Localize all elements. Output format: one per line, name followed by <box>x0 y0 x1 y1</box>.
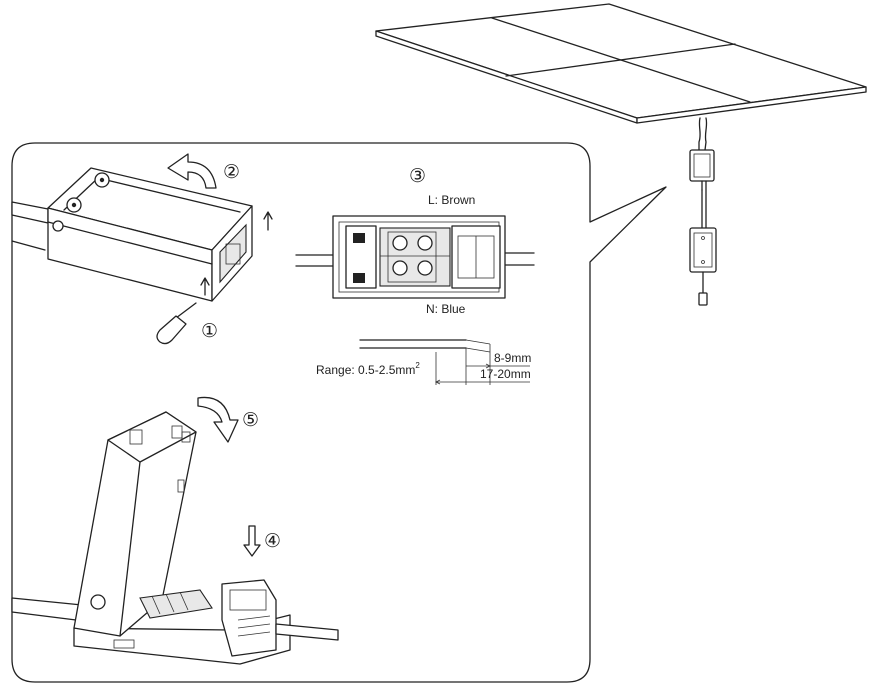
screwdriver <box>156 302 197 345</box>
strip-length-detail <box>359 339 530 385</box>
push-arrow-step4 <box>243 525 261 557</box>
step-3-label: ③ <box>409 165 426 187</box>
step-2-label: ② <box>223 161 240 183</box>
open-driver <box>11 411 339 665</box>
neutral-wire-label: N: Blue <box>426 302 466 316</box>
terminal-block <box>295 215 535 299</box>
rotate-arrow-step2 <box>167 153 217 189</box>
live-wire-label: L: Brown <box>428 193 475 207</box>
rotate-arrow-step5 <box>197 396 239 443</box>
connector-plug <box>698 292 708 306</box>
step-5-label: ⑤ <box>242 409 259 431</box>
range-label: Range: 0.5-2.5mm2 <box>316 361 420 377</box>
panel-wires <box>698 117 708 151</box>
strip-long-label: 17-20mm <box>480 367 531 381</box>
step-1-label: ① <box>201 320 218 342</box>
strip-short-label: 8-9mm <box>494 351 531 365</box>
driver-small-upper <box>689 149 715 191</box>
callout-bubble <box>11 142 667 683</box>
driver-small-lower <box>689 227 717 306</box>
driver-box <box>11 167 273 302</box>
ceiling-panel <box>375 3 867 124</box>
step-4-label: ④ <box>264 530 281 552</box>
